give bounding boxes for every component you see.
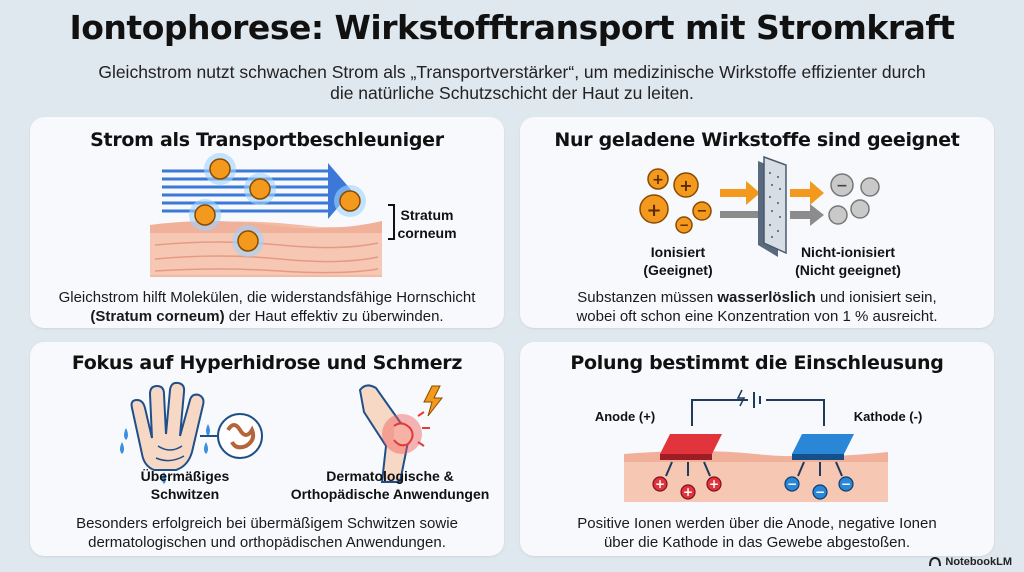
hand-sweat-icon <box>120 381 263 484</box>
svg-text:−: − <box>697 204 708 219</box>
ion-glow-group <box>189 153 366 257</box>
panel-focus: Fokus auf Hyperhidrose und Schmerz Überm… <box>30 342 504 556</box>
brand-badge: NotebookLM <box>929 556 1012 568</box>
nonionized-label-line2: (Nicht geeignet) <box>795 262 901 278</box>
panel-charged: Nur geladene Wirkstoffe sind geeignet + … <box>520 117 994 328</box>
panel-transport: Strom als Transportbeschleuniger <box>30 117 504 328</box>
ionized-label-line2: (Geeignet) <box>643 262 713 278</box>
panel-transport-caption-1: Gleichstrom hilft Molekülen, die widerst… <box>58 289 476 306</box>
stratum-label-line2: corneum <box>397 225 457 241</box>
notebooklm-logo-icon <box>929 556 942 567</box>
svg-text:+: + <box>679 176 692 195</box>
anode-label: Anode (+) <box>594 409 656 424</box>
panel-charged-caption-1: Substanzen müssen wasserlöslich und ioni… <box>520 288 994 307</box>
panel-transport-caption-2: (Stratum corneum) der Haut effektiv zu ü… <box>30 307 504 326</box>
skin-transport-illustration <box>150 153 395 277</box>
panel-focus-caption-2: dermatologischen und orthopädischen Anwe… <box>88 534 446 551</box>
cathode-label: Kathode (-) <box>853 409 923 424</box>
svg-text:+: + <box>655 477 665 491</box>
brand-name: NotebookLM <box>945 556 1012 568</box>
ionized-label-line1: Ionisiert <box>650 244 706 260</box>
panel-polarity-title: Polung bestimmt die Einschleusung <box>570 352 944 374</box>
stratum-label-line1: Stratum <box>400 207 454 223</box>
panel-charged-caption-2: wobei oft schon eine Konzentration von 1… <box>576 308 938 325</box>
panel-polarity-caption-1: Positive Ionen werden über die Anode, ne… <box>577 515 937 532</box>
svg-text:+: + <box>652 172 664 188</box>
svg-text:−: − <box>679 218 689 232</box>
derm-label-line2: Orthopädische Anwendungen <box>290 486 490 502</box>
svg-text:+: + <box>683 485 693 499</box>
stratum-bold: (Stratum corneum) <box>90 308 225 325</box>
panel-polarity-caption-2: über die Kathode in das Gewebe abgestoße… <box>603 534 911 551</box>
nonionized-label-line1: Nicht-ionisiert <box>800 244 896 260</box>
caption-rest: der Haut effektiv zu überwinden. <box>224 308 444 325</box>
panel-transport-title: Strom als Transportbeschleuniger <box>90 129 444 151</box>
ionized-vs-nonionized-illustration: + + + − − − <box>639 155 880 257</box>
sweat-label-line1: Übermäßiges <box>140 468 230 484</box>
electrode-illustration: + + + − − − <box>624 389 888 502</box>
svg-text:−: − <box>787 477 797 491</box>
caption-pre: Substanzen müssen <box>577 289 718 306</box>
svg-text:−: − <box>841 477 851 491</box>
panel-charged-title: Nur geladene Wirkstoffe sind geeignet <box>554 129 960 151</box>
svg-text:−: − <box>815 485 825 499</box>
knee-pain-icon <box>358 384 444 483</box>
svg-text:+: + <box>709 477 719 491</box>
page-subtitle: Gleichstrom nutzt schwachen Strom als „T… <box>98 62 926 103</box>
panel-polarity: Polung bestimmt die Einschleusung + + + <box>520 342 994 556</box>
caption-post: und ionisiert sein, <box>815 289 937 306</box>
panel-focus-caption-1: Besonders erfolgreich bei übermäßigem Sc… <box>76 515 458 532</box>
page-title: Iontophorese: Wirkstofftransport mit Str… <box>69 8 955 47</box>
panel-focus-title: Fokus auf Hyperhidrose und Schmerz <box>71 352 463 374</box>
svg-text:+: + <box>646 200 661 221</box>
sweat-label-line2: Schwitzen <box>150 486 220 502</box>
water-soluble-bold: wasserlöslich <box>717 289 816 306</box>
svg-text:−: − <box>836 178 848 194</box>
derm-label-line1: Dermatologische & <box>326 468 454 484</box>
